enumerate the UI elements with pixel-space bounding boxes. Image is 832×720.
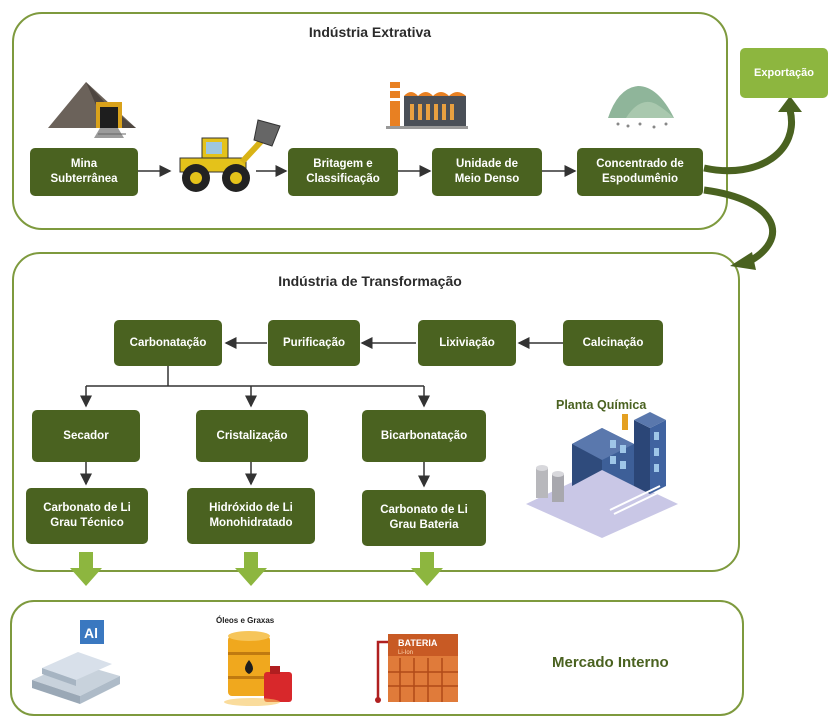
node-calcination: Calcinação xyxy=(563,320,663,366)
aluminum-ingots-icon: Al xyxy=(32,620,120,704)
oil-barrel-icon xyxy=(224,631,292,706)
node-dryer: Secador xyxy=(32,410,140,462)
plant-label: Planta Química xyxy=(556,398,647,412)
arrow-to-export xyxy=(703,109,795,175)
market-arrows xyxy=(70,552,443,586)
svg-text:Li-Ion: Li-Ion xyxy=(398,650,413,656)
node-crystallization: Cristalização xyxy=(196,410,308,462)
node-leaching: Lixiviação xyxy=(418,320,516,366)
node-purification: Purificação xyxy=(268,320,360,366)
node-bicarbonation: Bicarbonatação xyxy=(362,410,486,462)
node-export: Exportação xyxy=(740,48,828,98)
extractive-title: Indústria Extrativa xyxy=(308,24,432,40)
wheel-loader-icon xyxy=(179,119,281,192)
svg-text:Al: Al xyxy=(84,625,98,641)
node-carbonation: Carbonatação xyxy=(114,320,222,366)
battery-icon: BATERIA Li-Ion xyxy=(375,634,458,703)
mine-entrance-icon xyxy=(48,82,136,138)
chemical-plant-icon xyxy=(526,412,678,538)
arrow-to-transformation xyxy=(703,186,777,266)
market-title: Mercado Interno xyxy=(552,654,669,671)
transformation-title: Indústria de Transformação xyxy=(278,273,462,289)
factory-icon xyxy=(386,82,468,129)
ore-pile-icon xyxy=(608,86,674,129)
oils-label: Óleos e Graxas xyxy=(216,616,275,625)
svg-text:BATERIA: BATERIA xyxy=(398,638,438,648)
